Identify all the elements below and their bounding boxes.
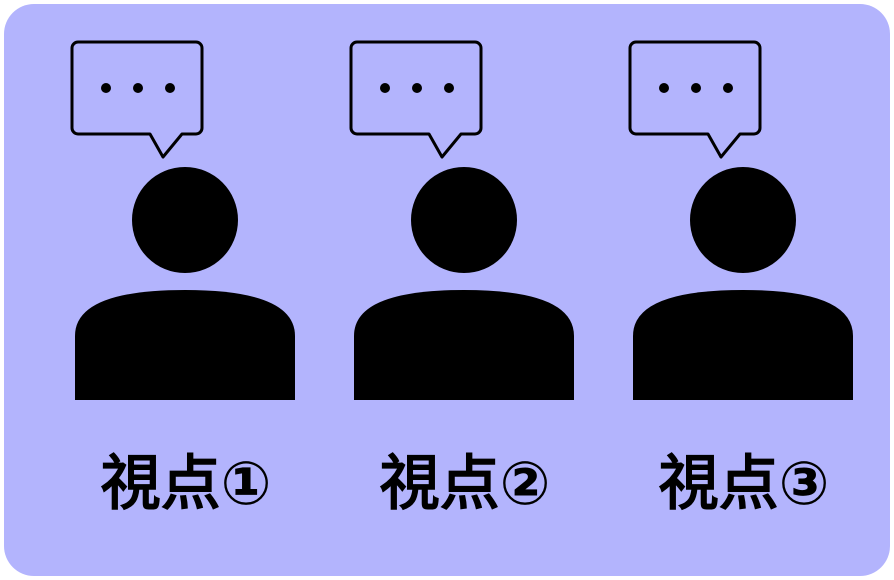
speech-bubble-icon: [70, 40, 204, 159]
ellipsis-dot-icon: [165, 83, 175, 93]
viewpoint-2: 視点②: [325, 0, 605, 580]
speech-bubble-icon: [628, 40, 762, 159]
ellipsis-dot-icon: [133, 83, 143, 93]
diagram-panel: [4, 4, 890, 576]
ellipsis-dot-icon: [723, 83, 733, 93]
ellipsis-dot-icon: [412, 83, 422, 93]
ellipsis-dot-icon: [659, 83, 669, 93]
person-icon: [354, 167, 574, 400]
person-icon: [75, 167, 295, 400]
person-icon: [633, 167, 853, 400]
ellipsis-dot-icon: [691, 83, 701, 93]
viewpoint-label: 視点①: [100, 449, 272, 519]
ellipsis-dot-icon: [444, 83, 454, 93]
viewpoint-label: 視点③: [658, 449, 830, 519]
viewpoint-1: 視点①: [46, 0, 326, 580]
ellipsis-dot-icon: [380, 83, 390, 93]
viewpoint-label: 視点②: [379, 449, 551, 519]
ellipsis-dot-icon: [101, 83, 111, 93]
speech-bubble-icon: [349, 40, 483, 159]
viewpoint-3: 視点③: [604, 0, 884, 580]
